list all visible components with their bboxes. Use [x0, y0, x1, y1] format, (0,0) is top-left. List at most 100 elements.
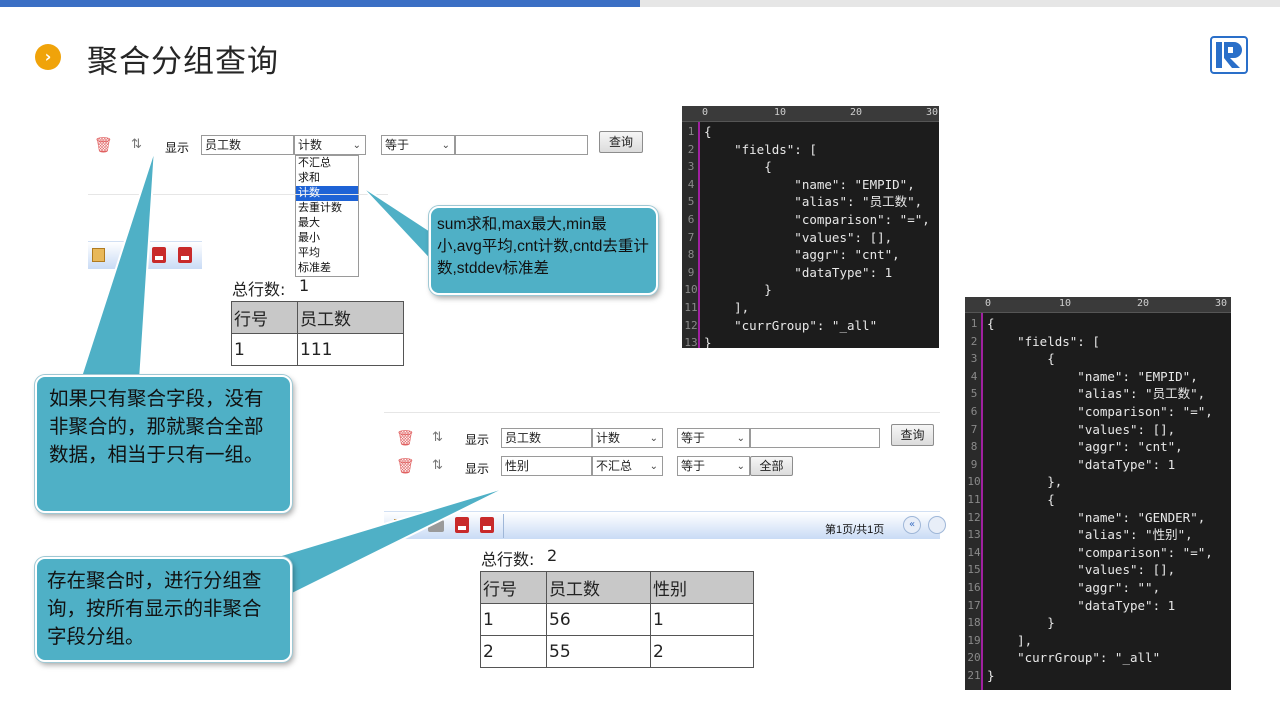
display-label: 显示: [165, 141, 190, 155]
comparison-select-value: 等于: [681, 431, 706, 445]
field-input[interactable]: 员工数: [201, 135, 294, 155]
field-input[interactable]: 员工数: [501, 428, 592, 448]
print-icon[interactable]: [178, 247, 192, 263]
delete-row-icon[interactable]: 🗑: [396, 429, 416, 447]
code-line: 18 }: [967, 615, 1055, 631]
aggr-option[interactable]: 不汇总: [298, 157, 331, 169]
title-bullet-icon: ›: [35, 44, 61, 70]
sort-icon[interactable]: ⇅: [432, 430, 443, 445]
code-line: 4 "name": "EMPID",: [970, 368, 1198, 384]
chevron-down-icon: ⌄: [736, 433, 745, 444]
aggr-option[interactable]: 平均: [298, 247, 320, 259]
code-gutter: [682, 122, 700, 348]
aggr-option-selected[interactable]: 计数: [296, 186, 358, 201]
code-ruler: 0 10 20 30: [965, 297, 1231, 313]
aggr-option[interactable]: 最大: [298, 217, 320, 229]
only-aggr-callout: 如果只有聚合字段，没有非聚合的，那就聚合全部数据，相当于只有一组。: [35, 375, 292, 513]
value-input[interactable]: [455, 135, 588, 155]
chevron-down-icon: ⌄: [649, 433, 658, 444]
code-line: 6 "comparison": "=",: [970, 403, 1213, 419]
aggr-option[interactable]: 去重计数: [298, 202, 342, 214]
aggr-option[interactable]: 最小: [298, 232, 320, 244]
all-values-button[interactable]: 全部: [750, 456, 793, 476]
comparison-select-value: 等于: [385, 138, 410, 152]
ruler-tick: 20: [1137, 298, 1150, 309]
code-line: 2 "fields": [: [970, 333, 1100, 349]
group-by-callout: 存在聚合时，进行分组查询，按所有显示的非聚合字段分组。: [35, 557, 292, 662]
export-pdf-icon[interactable]: [152, 247, 166, 263]
comparison-select[interactable]: 等于 ⌄: [381, 135, 455, 155]
code-line: 6 "comparison": "=",: [687, 211, 930, 227]
aggr-select[interactable]: 计数 ⌄: [592, 428, 663, 448]
ruler-tick: 20: [850, 107, 863, 118]
comparison-select[interactable]: 等于 ⌄: [677, 456, 750, 476]
chevron-down-icon: ⌄: [736, 461, 745, 472]
callout-tail: [359, 184, 433, 265]
code-line: 3 {: [970, 351, 1055, 367]
code-line: 12 "name": "GENDER",: [967, 509, 1206, 525]
code-gutter: [965, 313, 983, 690]
code-line: 1{: [970, 316, 995, 331]
code-line: 11 {: [967, 491, 1055, 507]
field-input[interactable]: 性别: [501, 456, 592, 476]
code-line: 3 {: [687, 159, 772, 175]
table-header-row: 行号 员工数 性别: [480, 571, 754, 604]
aggr-select[interactable]: 不汇总 ⌄: [592, 456, 663, 476]
divider: [88, 194, 388, 195]
table-header: 员工数: [297, 301, 404, 334]
table-cell: 1: [231, 333, 298, 366]
code-ruler: 0 10 20 30: [682, 106, 939, 122]
export-pdf-icon[interactable]: [455, 517, 469, 533]
aggr-option[interactable]: 求和: [298, 172, 320, 184]
query-button[interactable]: 查询: [891, 424, 934, 446]
code-line: 11 ],: [684, 299, 750, 315]
comparison-select[interactable]: 等于 ⌄: [677, 428, 750, 448]
code-line: 19 ],: [967, 632, 1033, 648]
table-cell: 55: [546, 635, 651, 668]
page-title: 聚合分组查询: [87, 44, 279, 80]
code-line: 9 "dataType": 1: [687, 264, 893, 280]
table-cell: 2: [650, 635, 754, 668]
table-cell: 111: [297, 333, 404, 366]
query-button[interactable]: 查询: [599, 131, 643, 153]
delete-row-icon[interactable]: 🗑: [94, 136, 114, 154]
pager-status: 第1页/共1页: [825, 524, 885, 536]
prev-page-icon[interactable]: [928, 516, 946, 534]
delete-row-icon[interactable]: 🗑: [396, 457, 416, 475]
ruler-tick: 30: [926, 107, 939, 118]
export-excel-icon[interactable]: [394, 519, 407, 533]
total-rows-value: 1: [299, 276, 310, 295]
report-toolbar: [88, 241, 202, 269]
export-word-icon[interactable]: [428, 520, 444, 532]
code-line: 8 "aggr": "cnt",: [687, 247, 900, 263]
ruler-tick: 10: [774, 107, 787, 118]
export-excel-icon[interactable]: [92, 248, 105, 262]
code-line: 16 "aggr": "",: [967, 579, 1161, 595]
callout-tail: [253, 485, 511, 597]
first-page-icon[interactable]: «: [903, 516, 921, 534]
aggr-select[interactable]: 计数 ⌄: [294, 135, 366, 155]
table-header: 性别: [650, 571, 754, 604]
display-label: 显示: [465, 433, 490, 447]
table-header: 行号: [231, 301, 298, 334]
sort-icon[interactable]: ⇅: [131, 137, 142, 152]
print-icon[interactable]: [480, 517, 494, 533]
table-cell: 1: [650, 603, 754, 636]
code-line: 7 "values": [],: [970, 421, 1176, 437]
code-line: 1{: [687, 124, 712, 139]
aggr-option[interactable]: 标准差: [298, 262, 331, 274]
total-rows-label: 总行数:: [481, 550, 535, 569]
value-input[interactable]: [750, 428, 880, 448]
code-lines: 1{ 2 "fields": [ 3 { 4 "name": "EMPID", …: [965, 315, 1231, 684]
table-cell: 1: [480, 603, 547, 636]
code-line: 15 "values": [],: [967, 562, 1176, 578]
sort-icon[interactable]: ⇅: [432, 458, 443, 473]
code-line: 14 "comparison": "=",: [967, 544, 1213, 560]
aggr-select-value: 计数: [596, 431, 621, 445]
table-header: 员工数: [546, 571, 651, 604]
code-line: 13 "alias": "性别",: [967, 527, 1193, 543]
code-line: 2 "fields": [: [687, 141, 817, 157]
table-row: 1 56 1: [480, 603, 754, 636]
ruler-tick: 30: [1215, 298, 1228, 309]
total-rows-value: 2: [547, 546, 558, 565]
